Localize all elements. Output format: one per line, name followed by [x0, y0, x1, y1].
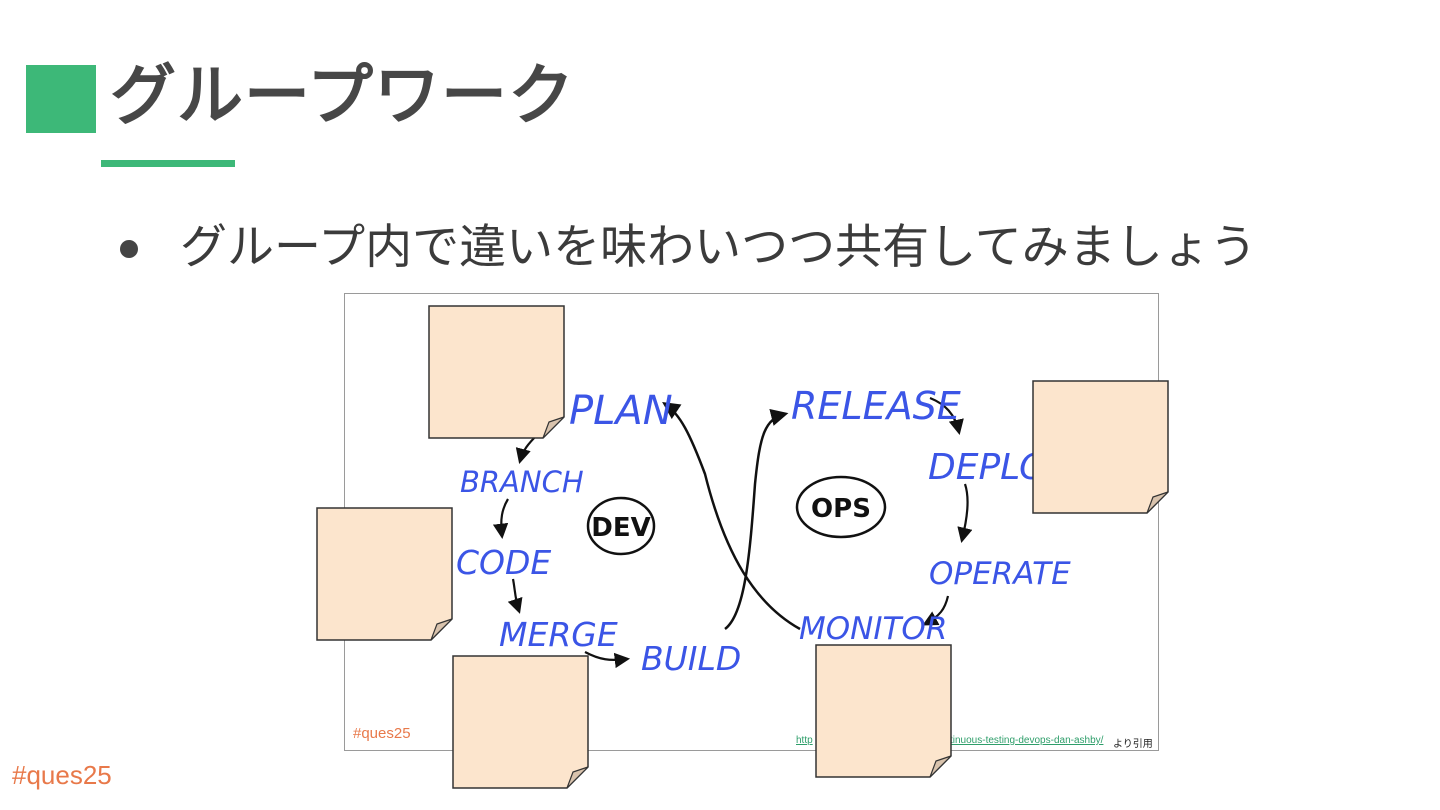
ops-circle — [795, 475, 887, 539]
stage-branch: BRANCH — [460, 465, 584, 499]
title-underline — [101, 160, 235, 167]
slide-title: グループワーク — [110, 57, 576, 134]
arrow-release-to-deploy — [929, 396, 964, 436]
sticky-note-merge[interactable] — [452, 655, 589, 789]
stage-monitor: MONITOR — [799, 611, 947, 647]
dev-label: DEV — [591, 513, 650, 543]
loop-curve-build-to-release — [724, 408, 789, 630]
stage-build: BUILD — [641, 639, 741, 678]
sticky-note-deploy[interactable] — [1032, 380, 1169, 514]
stage-merge: MERGE — [499, 615, 618, 654]
credit-suffix: より引用 — [1113, 739, 1153, 750]
arrow-merge-to-build — [584, 651, 631, 669]
dev-circle — [586, 496, 656, 556]
bullet-text: グループ内で違いを味わいつつ共有してみましょう — [180, 220, 1257, 275]
arrow-operate-to-monitor — [922, 595, 950, 626]
title-accent-square — [26, 65, 96, 133]
sticky-note-code[interactable] — [316, 507, 453, 641]
bullet-icon — [120, 240, 138, 258]
stage-code: CODE — [456, 543, 551, 582]
ops-label: OPS — [811, 494, 871, 524]
loop-curve-monitor-to-plan — [662, 402, 801, 631]
stage-plan: PLAN — [569, 388, 673, 434]
arrow-branch-to-code — [492, 498, 509, 540]
stage-operate: OPERATE — [929, 556, 1071, 592]
devops-loop-diagram: DEV OPS PLAN BRANCH CODE MERGE BUILD REL… — [456, 384, 1072, 678]
arrow-deploy-to-operate — [957, 483, 973, 543]
stage-release: RELEASE — [791, 384, 961, 428]
credit-link-tail[interactable]: tinuous-testing-devops-dan-ashby/ — [950, 735, 1104, 746]
sticky-note-plan[interactable] — [428, 305, 565, 439]
arrow-code-to-merge — [507, 578, 523, 614]
figure-hashtag: #ques25 — [353, 725, 411, 742]
sticky-note-monitor[interactable] — [815, 644, 952, 778]
credit-link[interactable]: http — [796, 735, 813, 746]
footer-hashtag: #ques25 — [12, 760, 112, 790]
